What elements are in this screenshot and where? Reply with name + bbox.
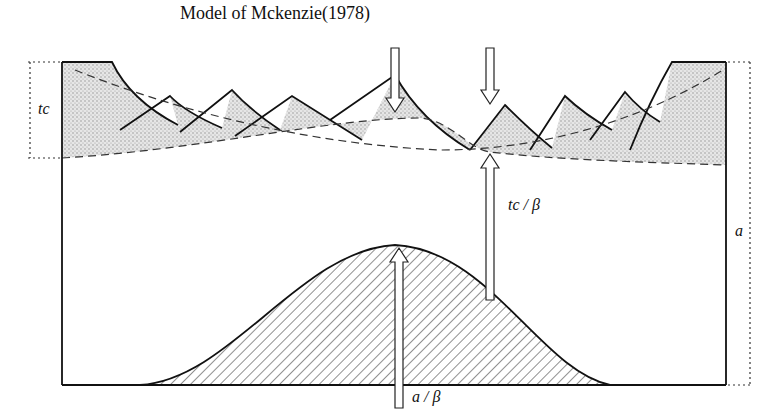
hollow-arrows	[386, 48, 499, 408]
thinned-crust-label: tc / β	[508, 196, 540, 214]
dashed-surface	[75, 68, 726, 150]
dashed-moho	[62, 118, 726, 165]
diagram-title: Model of Mckenzie(1978)	[180, 4, 370, 24]
thinned-lithosphere-label: a / β	[412, 388, 440, 406]
asthenosphere-upwelling	[140, 245, 610, 385]
crust-thickness-label: tc	[38, 100, 50, 118]
dimension-brackets	[28, 62, 752, 385]
lithosphere-thickness-label: a	[735, 222, 743, 240]
